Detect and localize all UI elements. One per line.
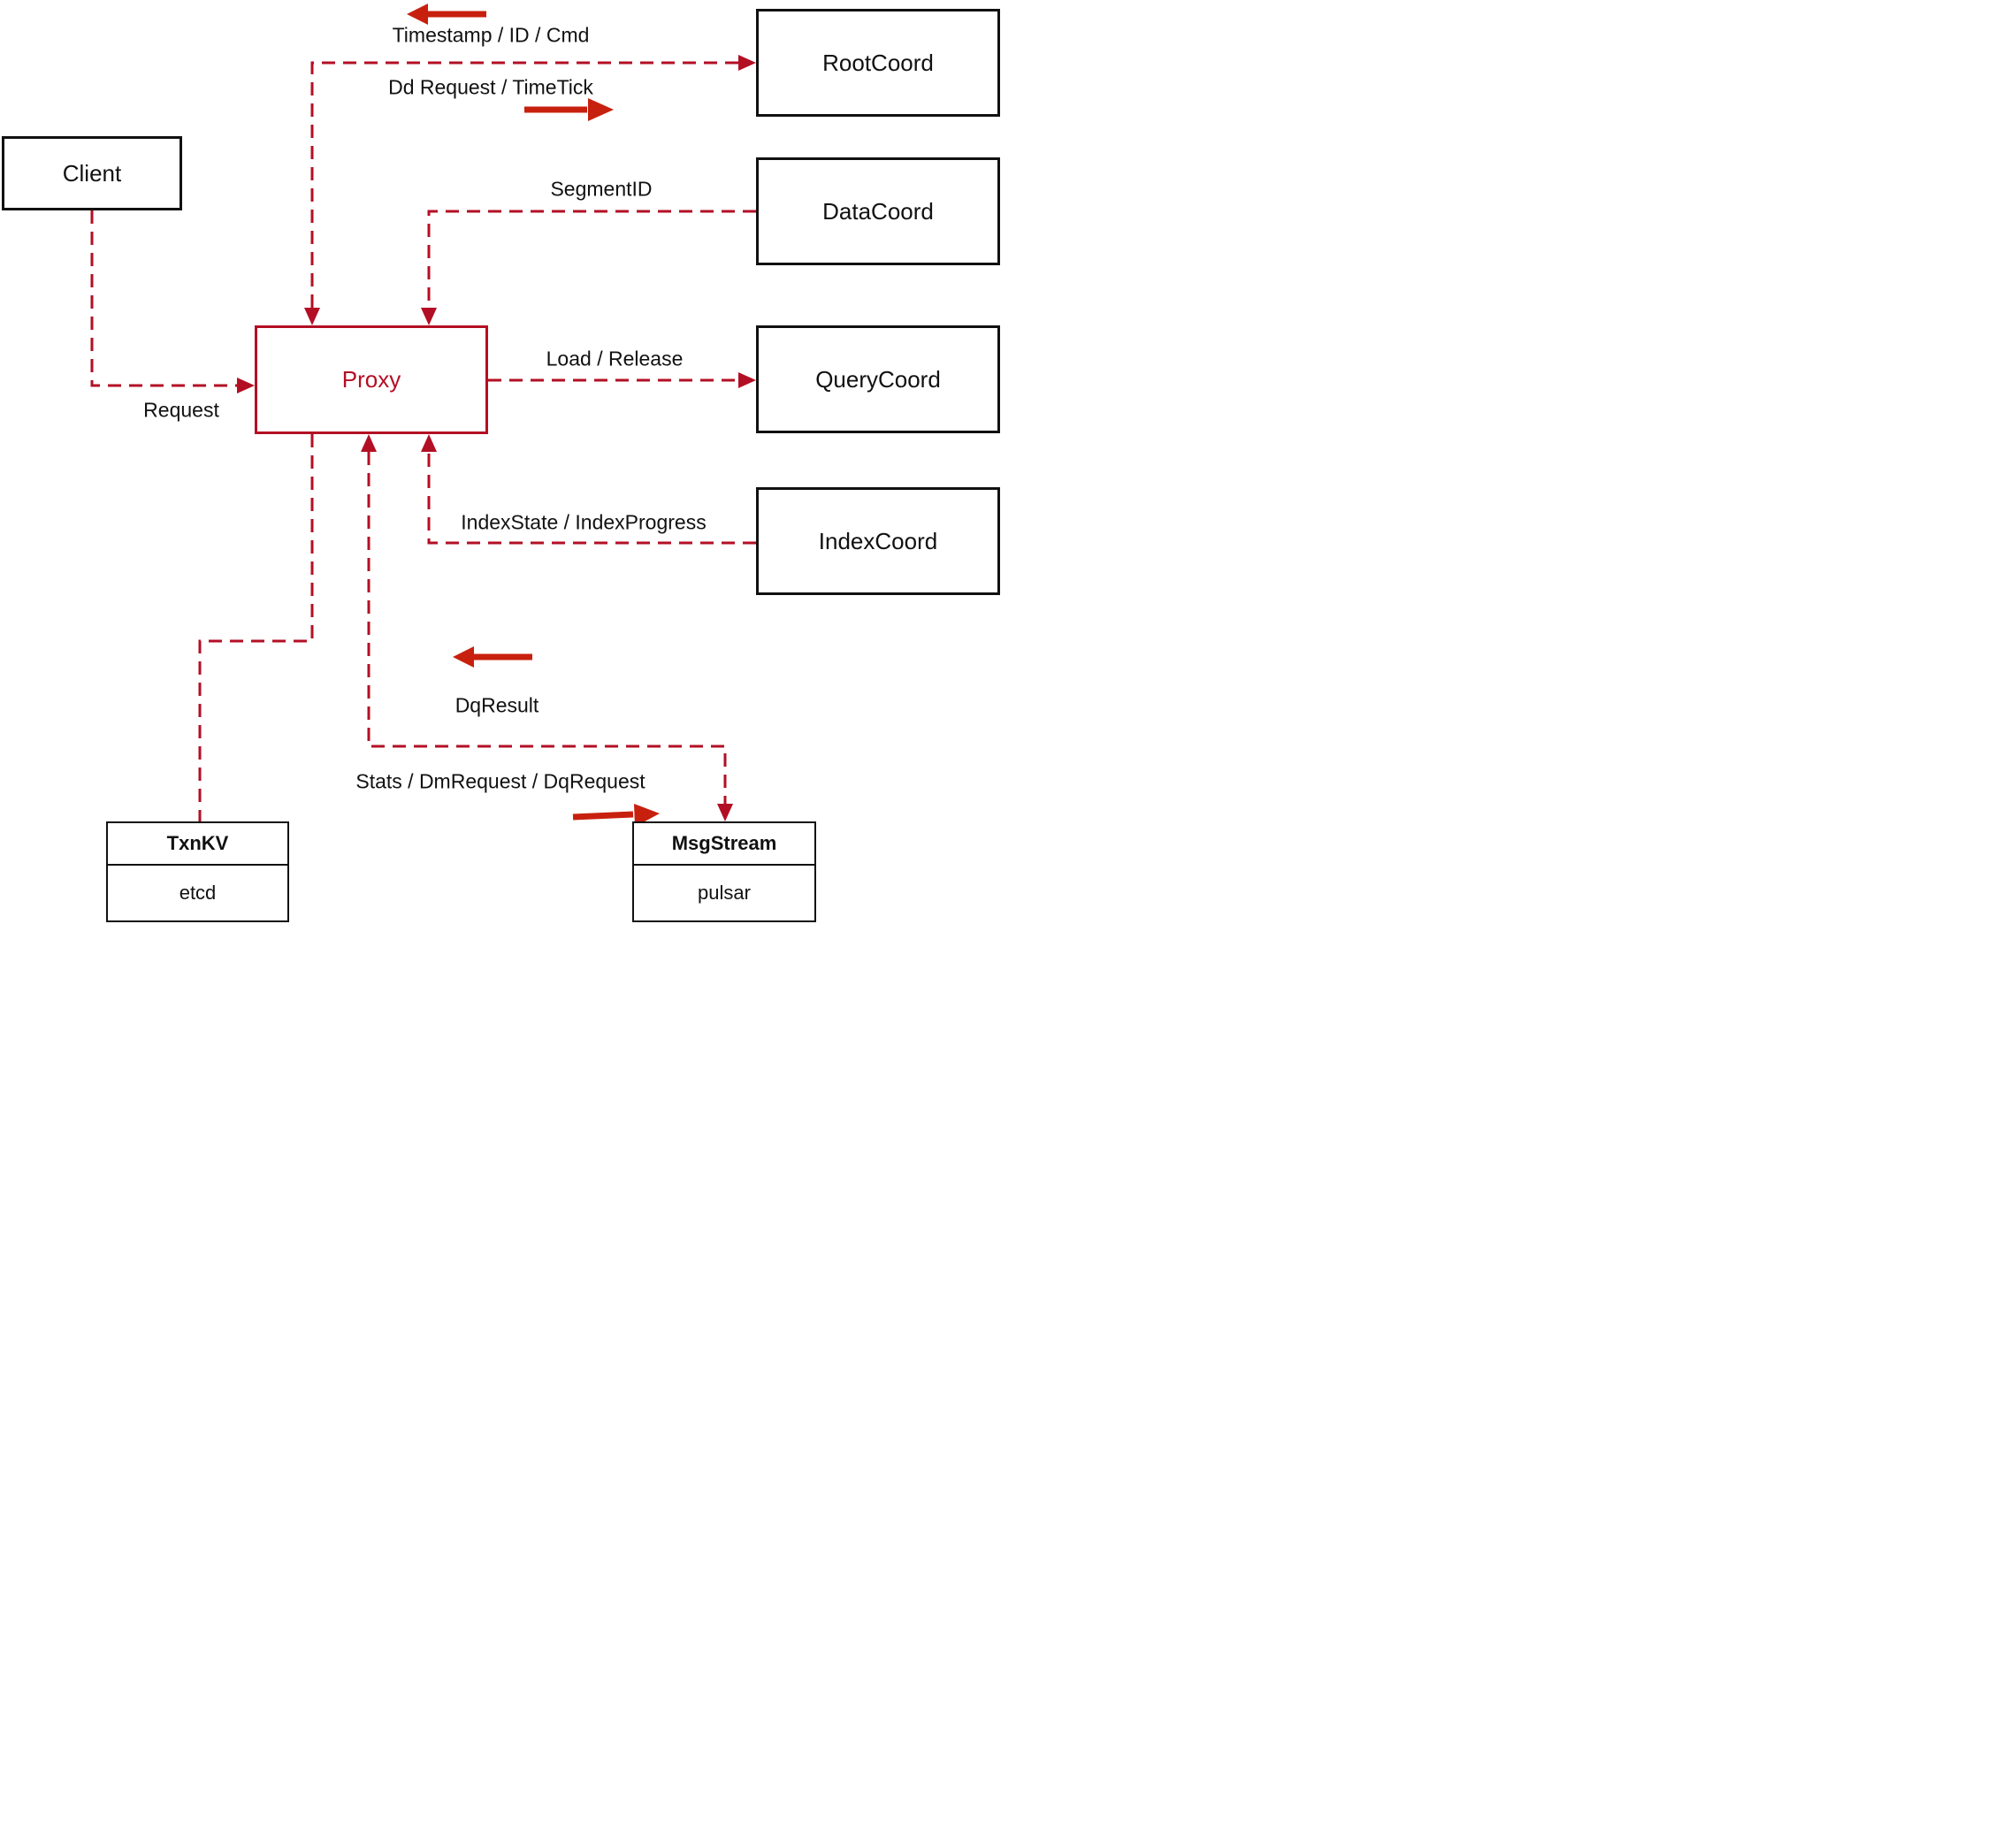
edge-label-timestamp-id-cmd: Timestamp / ID / Cmd [392, 23, 590, 47]
edge-client-proxy [90, 210, 237, 387]
edge-proxy-txnkv [198, 434, 314, 821]
edge-proxy-msgstream [367, 452, 727, 804]
node-txnkv: TxnKV etcd [106, 821, 289, 922]
node-indexcoord: IndexCoord [756, 487, 1000, 595]
node-rootcoord: RootCoord [756, 9, 1000, 117]
edge-label-segment-id: SegmentID [550, 177, 653, 201]
arrowhead-into-proxy-top-left-icon [304, 308, 320, 325]
node-txnkv-subtitle: etcd [179, 882, 217, 904]
diagram-canvas: Client Proxy RootCoord DataCoord QueryCo… [0, 0, 1004, 924]
node-msgstream: MsgStream pulsar [632, 821, 816, 922]
node-querycoord-label: QueryCoord [815, 365, 941, 393]
edge-label-load-release: Load / Release [546, 347, 684, 370]
edge-label-request: Request [143, 398, 219, 422]
edge-label-dq-result: DqResult [455, 693, 539, 717]
arrowhead-into-proxy-bottom-left-icon [361, 434, 377, 452]
node-msgstream-title: MsgStream [634, 823, 814, 866]
arrowhead-into-msgstream-icon [717, 804, 733, 821]
node-datacoord-label: DataCoord [822, 197, 934, 225]
arrowhead-into-querycoord-icon [738, 372, 756, 388]
arrowhead-into-proxy-top-right-icon [421, 308, 437, 325]
node-indexcoord-label: IndexCoord [818, 527, 938, 554]
edge-proxy-rootcoord [310, 61, 738, 308]
edge-datacoord-proxy [427, 210, 756, 308]
node-proxy: Proxy [255, 325, 488, 434]
direction-arrow-right-ddrequest-icon [524, 98, 614, 121]
edge-indexcoord-proxy [427, 452, 756, 545]
node-client: Client [2, 136, 182, 210]
arrowhead-into-proxy-bottom-right-icon [421, 434, 437, 452]
edge-label-stats-dm-dq-request: Stats / DmRequest / DqRequest [355, 769, 645, 793]
connector-layer [90, 4, 756, 827]
node-txnkv-title: TxnKV [108, 823, 287, 866]
arrowhead-into-proxy-left-icon [237, 378, 255, 393]
node-rootcoord-label: RootCoord [822, 49, 934, 76]
node-msgstream-subtitle: pulsar [698, 882, 751, 904]
direction-arrow-left-dqresult-icon [453, 646, 532, 668]
edge-label-index-state-progress: IndexState / IndexProgress [461, 510, 707, 534]
edge-label-dd-request-timetick: Dd Request / TimeTick [388, 75, 593, 99]
node-querycoord: QueryCoord [756, 325, 1000, 433]
arrowhead-into-rootcoord-icon [738, 55, 756, 71]
node-client-label: Client [62, 159, 122, 187]
node-datacoord: DataCoord [756, 157, 1000, 265]
node-proxy-label: Proxy [341, 366, 401, 393]
direction-arrow-left-timestamp-icon [407, 4, 486, 25]
direction-arrow-right-stats-icon [572, 804, 660, 827]
